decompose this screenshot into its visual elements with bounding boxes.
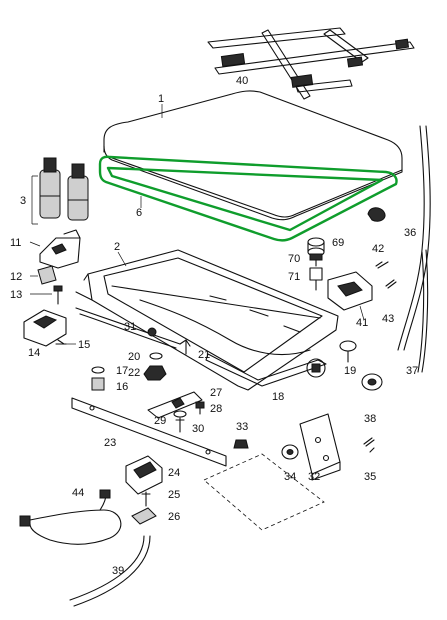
callout-69: 69 [332,237,344,249]
callout-11: 11 [10,237,21,249]
part-26-cap [131,507,157,525]
part-36-drain-hose [397,125,431,373]
callout-42: 42 [372,243,384,255]
part-14-lock-housing [23,309,67,347]
part-23-rail [71,397,227,467]
callout-16: 16 [116,381,128,393]
callout-30: 30 [192,423,204,435]
callout-24: 24 [168,467,180,479]
callout-29: 29 [154,415,166,427]
part-15-screw [55,339,67,345]
part-38-grommet [361,373,383,391]
callout-43: 43 [382,313,394,325]
callout-6: 6 [136,207,142,219]
hose-clip [306,358,326,378]
part-69-bushing [307,237,325,257]
callout-25: 25 [168,489,180,501]
part-20-washer [149,352,163,360]
part-1-sunroof-panel [103,90,403,221]
part-6-panel-seal[interactable] [98,155,398,242]
callout-22: 22 [128,367,140,379]
callout-18: 18 [272,391,284,403]
callout-1: 1 [158,93,164,105]
part-40-strap-assembly [207,27,415,100]
part-19-screw [339,340,357,363]
part-34-rubber-mount [281,444,299,460]
callout-23: 23 [104,437,116,449]
part-24-crank-handle [125,455,163,495]
part-12-slide-block [37,265,57,285]
part-25-screw [141,491,151,507]
part-29-washer [173,410,187,418]
part-42-screw [375,261,389,269]
callout-70: 70 [288,253,300,265]
frame-drain-channel [75,307,181,349]
part-2-sunroof-frame [75,249,339,391]
part-39-drain-hose [69,535,151,607]
callout-44: 44 [72,487,84,499]
callout-38: 38 [364,413,376,425]
callout-27: 27 [210,387,222,399]
part-41-latch-bracket [327,271,373,311]
callout-32: 32 [308,471,320,483]
part-13-screw [53,285,63,305]
part-16-bushing [91,377,105,391]
callout-35: 35 [364,471,376,483]
part-44-cable-harness [19,489,122,545]
callout-40: 40 [236,75,248,87]
callout-3: 3 [20,195,26,207]
part-17-washer [91,366,105,374]
callout-17: 17 [116,365,128,377]
part-35-screw [363,437,375,453]
callout-31: 31 [124,321,136,333]
part-43-screw [385,279,397,289]
callout-39: 39 [112,565,124,577]
callout-41: 41 [356,317,368,329]
callout-14: 14 [28,347,40,359]
callout-37: 37 [406,365,418,377]
callout-19: 19 [344,365,356,377]
part-33-nut [233,439,249,449]
callout-36: 36 [404,227,416,239]
callout-2: 2 [114,241,120,253]
callout-20: 20 [128,351,140,363]
part-21-screw [179,339,191,355]
callout-15: 15 [78,339,90,351]
part-11-guide-bracket [39,229,81,269]
part-71-spacer [309,267,323,291]
assembly-outline [203,453,325,531]
callout-12: 12 [10,271,22,283]
part-70-bolt [309,253,323,267]
part-32-motor-bracket [299,413,341,481]
callout-34: 34 [284,471,296,483]
part-3-sealant-tubes [39,157,89,221]
part-28-screw [195,401,205,415]
part-18-rear-seal [205,353,327,387]
callout-26: 26 [168,511,180,523]
callout-33: 33 [236,421,248,433]
callout-13: 13 [10,289,22,301]
part-30-screw [175,417,185,433]
callout-21: 21 [198,349,210,361]
part-22-nut [143,365,167,381]
callout-71: 71 [288,271,300,283]
part-31-pin [147,327,157,337]
spring-clip [367,207,386,222]
part-27-crank-lever [147,391,203,419]
callout-28: 28 [210,403,222,415]
